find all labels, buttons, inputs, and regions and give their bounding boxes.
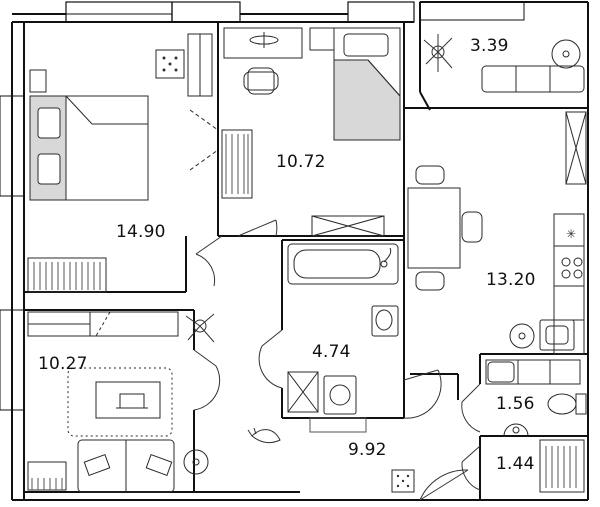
- area-label-toilet: 1.56: [496, 394, 535, 414]
- outer-walls: [0, 1, 589, 501]
- svg-text:✳: ✳: [566, 227, 576, 241]
- plant-icon: [423, 34, 453, 72]
- bathtub: [287, 243, 399, 285]
- cat-icon: [247, 427, 281, 444]
- area-label-bathroom: 4.74: [312, 342, 351, 362]
- kitchen-furniture: ✳: [407, 111, 587, 355]
- tv-stand: [95, 381, 161, 419]
- area-label-room: 10.72: [276, 152, 326, 172]
- area-label-hallway: 9.92: [348, 440, 387, 460]
- interior-walls: [24, 22, 588, 500]
- balcony-furniture: [423, 34, 585, 93]
- area-label-living: 10.27: [38, 354, 88, 374]
- room-furniture: [221, 27, 401, 237]
- area-label-balcony: 3.39: [470, 36, 509, 56]
- plant-icon: [185, 313, 215, 343]
- closet-rack: [539, 439, 585, 493]
- desk: [223, 27, 303, 59]
- area-label-kitchen: 13.20: [486, 270, 536, 290]
- bathroom-fixtures: [287, 243, 399, 415]
- hallway-items: [247, 417, 415, 493]
- living-furniture: [27, 311, 215, 493]
- wardrobe: [27, 257, 107, 293]
- toilet-fixtures: [485, 359, 587, 437]
- bedroom-furniture: [27, 33, 219, 293]
- area-label-closet: 1.44: [496, 454, 535, 474]
- area-label-bedroom: 14.90: [116, 222, 166, 242]
- doors: [193, 219, 481, 501]
- dining-table: [407, 187, 461, 269]
